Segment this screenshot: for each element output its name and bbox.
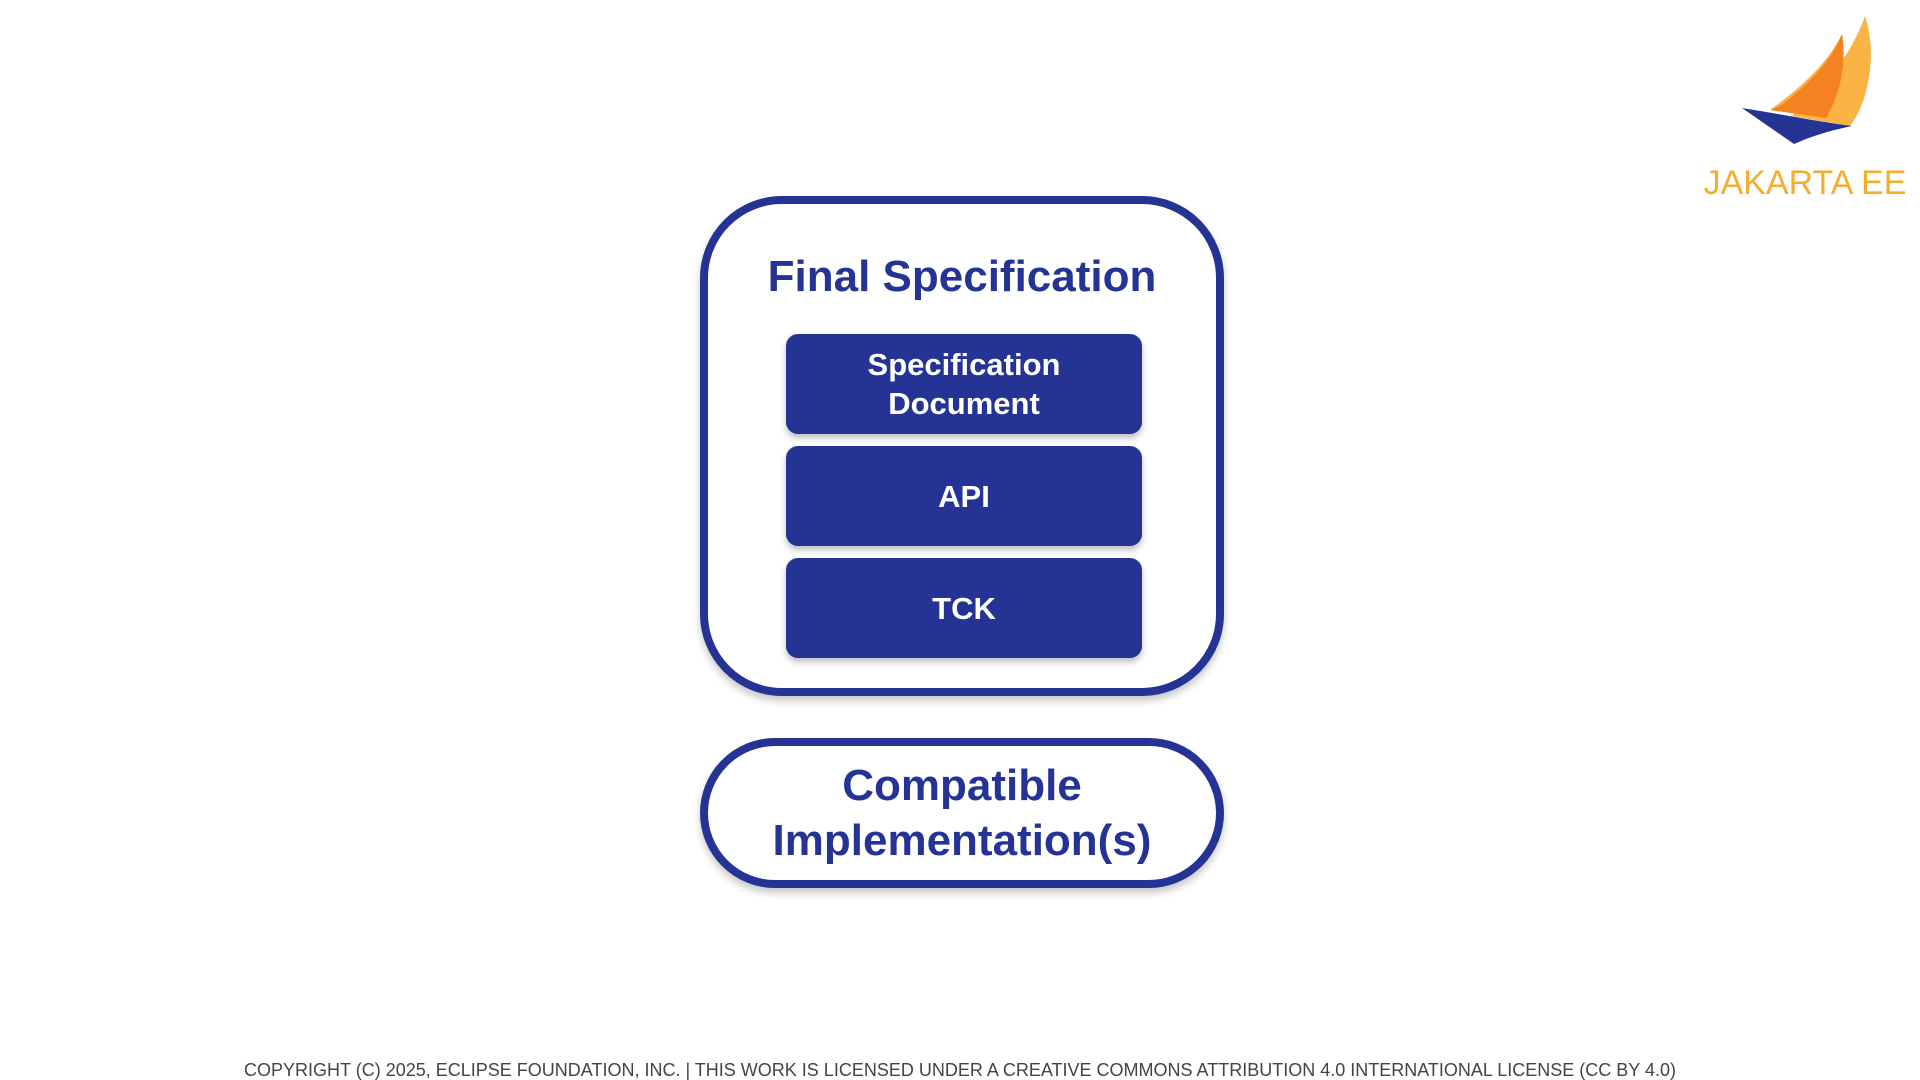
- compatible-implementations-label: Compatible Implementation(s): [773, 758, 1152, 868]
- component-label-line2: Document: [888, 386, 1040, 421]
- compatible-label-line2: Implementation(s): [772, 816, 1152, 865]
- sailboat-logo-icon: [1742, 16, 1871, 144]
- component-label: TCK: [932, 590, 996, 626]
- component-label-line1: Specification: [867, 347, 1061, 382]
- component-label: API: [938, 478, 990, 514]
- final-specification-title: Final Specification: [767, 252, 1157, 301]
- logo-text: JAKARTA EE: [1703, 164, 1907, 202]
- api-box: API: [786, 446, 1142, 546]
- compatible-implementations-box: Compatible Implementation(s): [700, 738, 1224, 888]
- compatible-label-line1: Compatible: [842, 761, 1082, 810]
- specification-document-box: Specification Document: [786, 334, 1142, 434]
- final-specification-box: Final Specification Specification Docume…: [700, 196, 1224, 696]
- copyright-footer: COPYRIGHT (C) 2025, ECLIPSE FOUNDATION, …: [244, 1060, 1676, 1080]
- tck-box: TCK: [786, 558, 1142, 658]
- jakarta-ee-logo: JAKARTA EE: [1700, 14, 1910, 204]
